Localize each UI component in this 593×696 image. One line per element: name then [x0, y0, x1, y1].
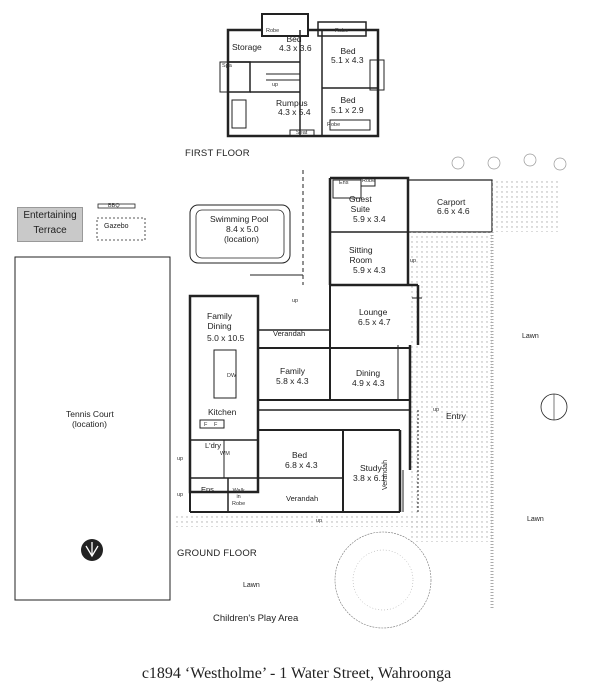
gf-up-label-5: up [316, 518, 323, 524]
ff-bed3-dim: 5.1 x 2.9 [331, 105, 364, 115]
fridge-label-b: F [214, 422, 218, 428]
ground-floor-heading: GROUND FLOOR [177, 548, 257, 559]
carport-name: Carport [437, 197, 466, 207]
property-caption: c1894 ‘Westholme’ - 1 Water Street, Wahr… [141, 665, 452, 682]
ff-robe-b-label: Robe [335, 28, 349, 34]
ff-seat-label: Seat [296, 130, 308, 136]
ff-bed2-dim: 5.1 x 4.3 [331, 55, 364, 65]
pool-note: (location) [224, 234, 259, 244]
first-floor-plan [219, 13, 385, 138]
terrace-label: Terrace [33, 225, 67, 236]
ff-storage-label: Storage [232, 42, 262, 52]
ff-bed3-name: Bed [340, 95, 356, 105]
verandah-side-label: Verandah [382, 460, 389, 490]
gf-ens-bottom-label: Ens [201, 485, 214, 494]
ff-bed1-dim: 4.3 x 3.6 [279, 43, 312, 53]
gf-robe-top-label: Robe [362, 178, 376, 184]
gf-bed-dim: 6.8 x 4.3 [285, 460, 318, 470]
gf-up-label-6: up [433, 407, 440, 413]
lawn-label-south: Lawn [243, 582, 260, 589]
gf-ens-top-label: Ens [339, 180, 349, 186]
gf-bed-name: Bed [292, 450, 308, 460]
washing-machine-label: WM [220, 451, 230, 457]
outdoor-features [14, 153, 568, 629]
dishwasher-label: DW [227, 373, 237, 379]
study-dim: 3.8 x 6.1 [353, 473, 386, 483]
ff-rumpus-name: Rumpus [276, 98, 308, 108]
gf-up-label-2: up [410, 258, 417, 264]
kitchen-label: Kitchen [208, 407, 237, 417]
lawn-label-east: Lawn [522, 333, 539, 340]
tennis-note: (location) [72, 419, 107, 429]
ff-rumpus-dim: 4.3 x 5.4 [278, 107, 311, 117]
gf-up-label-3: up [177, 456, 184, 462]
fridge-label-a: F [204, 422, 208, 428]
play-area-label: Children's Play Area [213, 613, 299, 624]
sitting-room-name: Sitting Room [349, 245, 373, 265]
verandah-bottom-label: Verandah [286, 494, 319, 503]
family-dim: 5.8 x 4.3 [276, 376, 309, 386]
lawn-label-southeast: Lawn [527, 516, 544, 523]
dining-name: Dining [356, 368, 381, 378]
ff-up-label: up [272, 82, 279, 88]
entertaining-label: Entertaining [23, 210, 77, 221]
pool-name: Swimming Pool [210, 214, 269, 224]
gf-up-label-1: up [292, 298, 299, 304]
entertaining-terrace-badge: Entertaining Terrace [17, 207, 83, 242]
verandah-top-label: Verandah [273, 329, 306, 338]
lounge-name: Lounge [359, 307, 388, 317]
dining-dim: 4.9 x 4.3 [352, 378, 385, 388]
guest-suite-name: Guest Suite [349, 194, 372, 214]
sitting-room-dim: 5.9 x 4.3 [353, 265, 386, 275]
pool-dim: 8.4 x 5.0 [226, 224, 259, 234]
guest-suite-dim: 5.9 x 3.4 [353, 214, 386, 224]
ground-floor-plan [188, 176, 422, 513]
ff-spa-label: Spa [222, 63, 232, 69]
ff-robe-c-label: Robe [327, 122, 341, 128]
gazebo-label: Gazebo [104, 223, 129, 230]
family-dining-name: Family Dining [207, 311, 233, 331]
laundry-label: L'dry [205, 441, 222, 450]
family-dining-dim: 5.0 x 10.5 [207, 333, 245, 343]
tennis-name: Tennis Court [66, 409, 114, 419]
gf-up-label-4: up [177, 492, 184, 498]
family-name: Family [280, 366, 306, 376]
carport-dim: 6.6 x 4.6 [437, 206, 470, 216]
entry-label: Entry [446, 411, 466, 421]
study-name: Study [360, 463, 382, 473]
lounge-dim: 6.5 x 4.7 [358, 317, 391, 327]
ff-robe-a-label: Robe [266, 28, 280, 34]
ff-bed2-name: Bed [340, 46, 356, 56]
first-floor-heading: FIRST FLOOR [185, 148, 250, 159]
bbq-label: BBQ [108, 203, 120, 209]
walk-in-robe-label: Walk in Robe [232, 488, 246, 507]
ff-bed1-name: Bed [286, 34, 302, 44]
